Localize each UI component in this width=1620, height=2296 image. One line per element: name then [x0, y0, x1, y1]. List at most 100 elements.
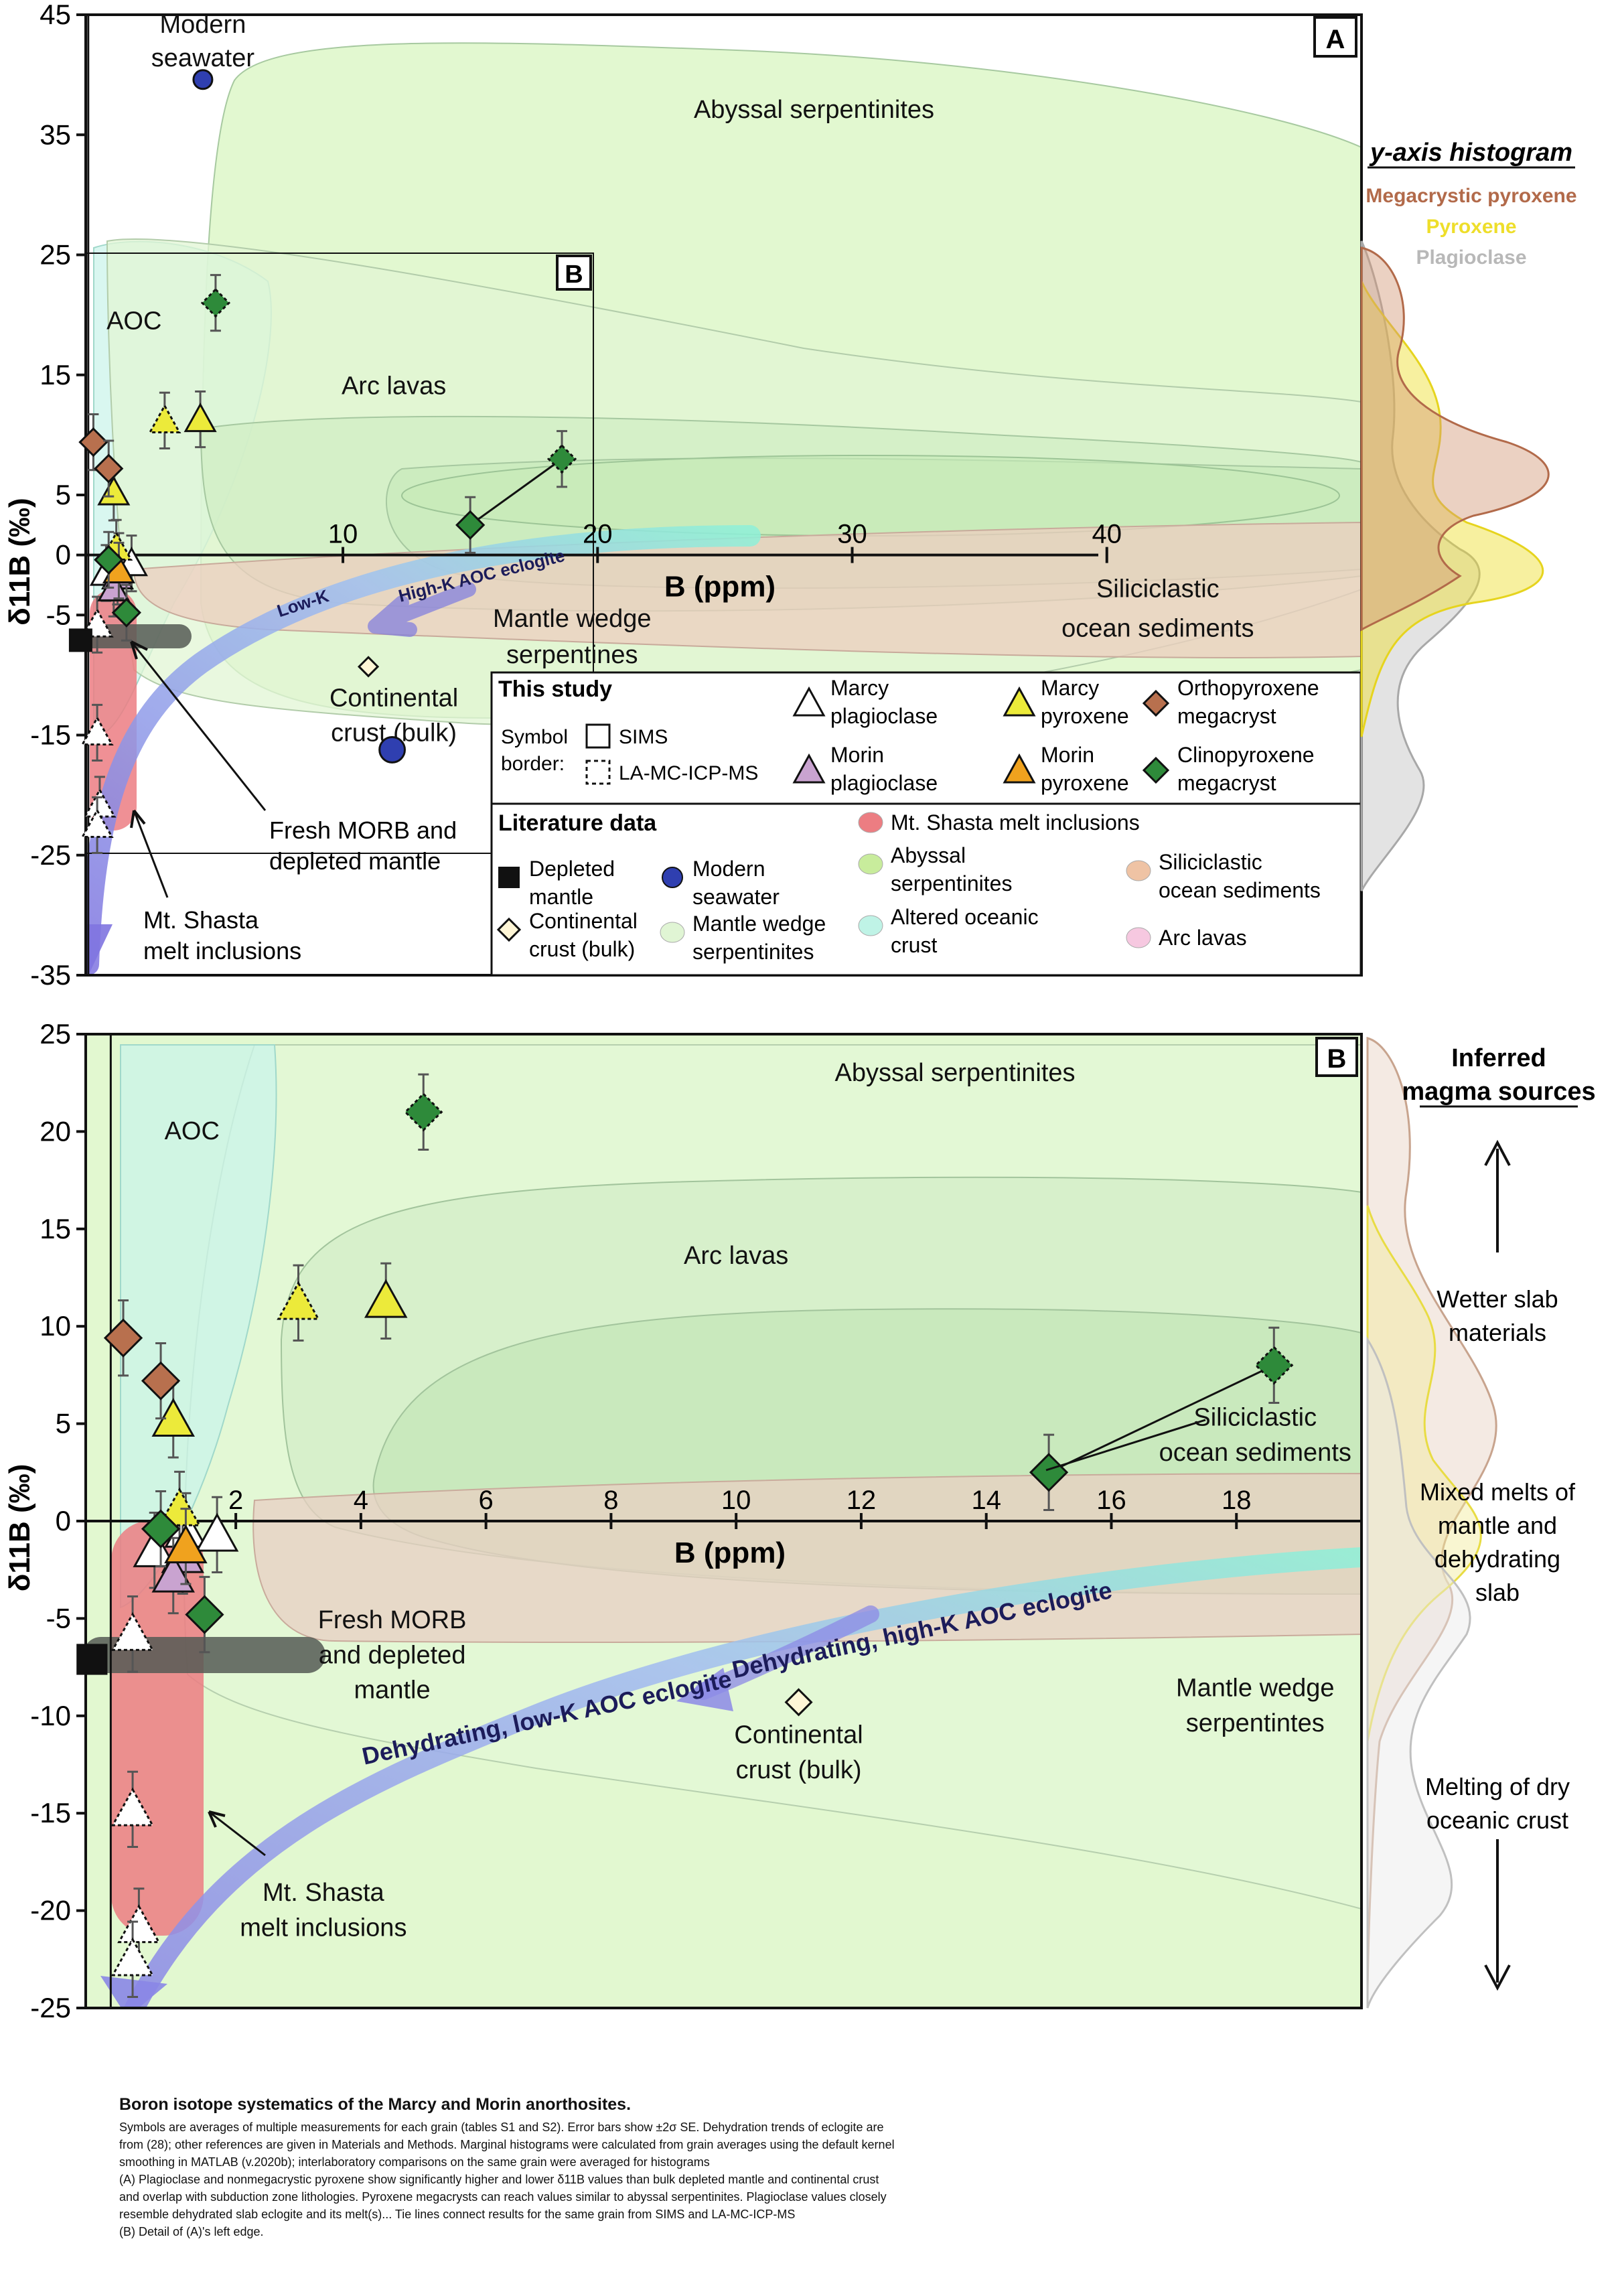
marker-circle [378, 736, 406, 764]
legend-literature-label: crust [891, 933, 937, 957]
legend-la-label: LA-MC-ICP-MS [619, 762, 758, 784]
y-tick-label: 10 [40, 1310, 71, 1342]
marker-square [76, 1644, 108, 1675]
panel-a-points [68, 69, 577, 855]
marker-triangle [151, 1553, 195, 1593]
histogram-b-label-dry-1: Melting of dry [1425, 1773, 1570, 1800]
y-tick-label: 5 [56, 479, 71, 510]
legend-item-label: Morin [1041, 743, 1094, 767]
point-marcy-plagioclase [80, 703, 114, 762]
marker-diamond [185, 1595, 224, 1634]
legend-marker [792, 686, 826, 717]
y-tick-label: 15 [40, 1213, 71, 1244]
marker-triangle [117, 1904, 161, 1944]
legend-literature-label: Mt. Shasta melt inclusions [891, 810, 1140, 835]
legend-literature-label: serpentinites [692, 940, 814, 964]
x-tick-label: 14 [971, 1486, 1001, 1515]
legend-marker [660, 922, 685, 943]
marker-triangle [148, 403, 181, 433]
legend-literature-siliciclastic-ocean-sediments: Siliciclastic ocean sediments [1126, 850, 1321, 902]
marker-triangle [164, 1524, 208, 1564]
marker-triangle [111, 1787, 155, 1826]
legend-marker [1142, 689, 1170, 717]
legend-literature-label: Continental [529, 909, 638, 933]
point-clinopyroxene-megacryst [141, 1490, 181, 1568]
legend-literature-modern-seawater: Modern seawater [662, 857, 780, 909]
shasta-callout-text-1: Mt. Shasta [143, 906, 259, 934]
marker-triangle [183, 402, 217, 433]
marker-triangle [80, 808, 114, 839]
point-clinopyroxene-megacryst [455, 496, 486, 554]
legend-literature-label: Arc lavas [1159, 926, 1247, 950]
legend-literature-label: Siliciclastic [1159, 850, 1262, 874]
x-tick-label: 20 [583, 520, 613, 549]
legend-item-label: Marcy [1041, 676, 1099, 700]
legend-marker [662, 867, 683, 888]
legend-literature-title: Literature data [498, 810, 657, 836]
legend-literature-label: mantle [529, 885, 593, 909]
point-marcy-plagioclase [80, 796, 114, 855]
point-marcy-pyroxene [148, 391, 181, 449]
legend-items: MarcyplagioclaseMarcypyroxeneOrthopyroxe… [792, 676, 1319, 795]
point-continental-crust-bulk [357, 656, 380, 678]
y-tick-label: -35 [30, 959, 71, 991]
morb-callout-text-1: Fresh MORB and [269, 816, 457, 844]
region-label-and-depleted: and depleted [319, 1641, 466, 1669]
dehydration-arrow-b [124, 1547, 1361, 2008]
x-tick-label: 16 [1096, 1486, 1126, 1515]
detail-box-b-label: B [565, 261, 583, 289]
y-tick-label: 15 [40, 359, 71, 390]
shasta-callout-head-b [208, 1810, 226, 1828]
dehydration-arrowhead-a [86, 924, 113, 975]
y-tick-label: 35 [40, 119, 71, 150]
marker-diamond [546, 444, 577, 474]
sediment-core-region [401, 455, 1340, 536]
x-tick-label: 18 [1222, 1486, 1252, 1515]
histogram-a-megapx [1360, 246, 1550, 632]
point-marcy-pyroxene [183, 390, 217, 449]
histogram-b-plag [1366, 1336, 1471, 2009]
detail-box-b-label-box [556, 255, 592, 291]
region-label-crust-bulk: crust (bulk) [736, 1756, 862, 1784]
caption-line: (B) Detail of (A)'s left edge. [119, 2225, 264, 2238]
legend-literature-label: Modern [692, 857, 765, 881]
legend-literature-label: ocean sediments [1159, 878, 1321, 902]
marker-diamond [141, 1509, 181, 1549]
point-modern-seawater [378, 736, 406, 764]
marker-circle [192, 69, 214, 90]
panel-b-callouts [208, 1419, 1206, 1857]
caption-line: and overlap with subduction zone litholo… [119, 2190, 887, 2204]
y-tick-label: -5 [46, 599, 71, 630]
region-label-siliciclastic: Siliciclastic [1096, 575, 1220, 603]
legend-item-label: plagioclase [830, 771, 938, 795]
shasta-callout-text-2: melt inclusions [143, 937, 301, 964]
marker-triangle [195, 1512, 239, 1552]
morb-bar [86, 624, 192, 648]
legend-literature-label: Mantle wedge [692, 912, 826, 936]
legend-literature-label: seawater [692, 885, 780, 909]
panel-b-label: B [1327, 1044, 1347, 1074]
siliciclastic-callout-line [1045, 1419, 1206, 1472]
marker-diamond [78, 427, 108, 457]
region-label-arc-lavas: Arc lavas [342, 372, 446, 400]
legend-sims-swatch [585, 723, 611, 749]
morb-callout-text-2: depleted mantle [269, 847, 441, 875]
x-tick-label: 8 [603, 1486, 618, 1515]
histogram-b-label-dry-2: oceanic crust [1426, 1806, 1568, 1834]
caption-line: resemble dehydrated slab eclogite and it… [119, 2208, 796, 2221]
point-depleted-mantle [76, 1644, 108, 1675]
legend-item-label: pyroxene [1041, 704, 1129, 728]
histogram-b-label-mixed-4: slab [1475, 1579, 1520, 1606]
legend-this-study-title: This study [498, 676, 612, 702]
y-tick-label: 25 [40, 239, 71, 271]
marker-diamond [784, 1688, 813, 1717]
point-orthopyroxene-megacryst [141, 1342, 181, 1420]
point-clinopyroxene-megacryst [185, 1575, 224, 1654]
wetter-arrow [1484, 1139, 1511, 1252]
legend-marker [1142, 756, 1170, 784]
